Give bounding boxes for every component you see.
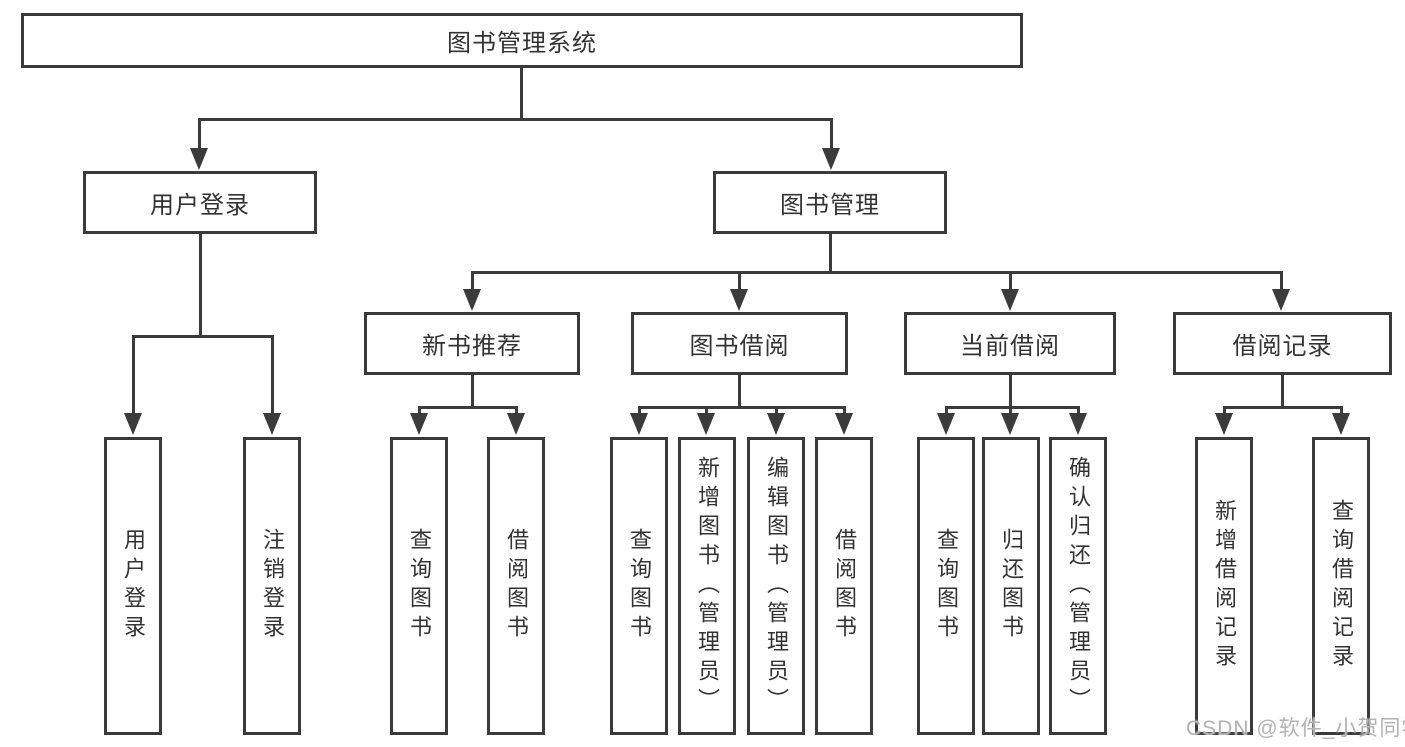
connector-line xyxy=(738,375,741,409)
connector-line xyxy=(1281,375,1284,409)
arrow-down-icon xyxy=(1069,413,1087,435)
arrow-down-icon xyxy=(697,413,715,435)
arrow-down-icon xyxy=(1272,289,1290,311)
arrow-down-icon xyxy=(1332,413,1350,435)
leaf-query-books-3: 查询图书 xyxy=(917,437,975,735)
arrow-down-icon xyxy=(822,148,840,170)
arrow-down-icon xyxy=(630,413,648,435)
connector-line xyxy=(132,335,274,338)
connector-line xyxy=(1009,271,1012,291)
arrow-down-icon xyxy=(767,413,785,435)
connector-line xyxy=(1280,271,1283,291)
arrow-down-icon xyxy=(124,413,142,435)
arrow-down-icon xyxy=(1001,413,1019,435)
connector-line xyxy=(1223,406,1343,409)
leaf-borrow-books-2: 借阅图书 xyxy=(815,437,873,735)
node-book-management: 图书管理 xyxy=(713,171,947,234)
connector-line xyxy=(843,406,846,415)
node-root: 图书管理系统 xyxy=(21,13,1023,68)
node-current-borrow: 当前借阅 xyxy=(904,312,1116,375)
connector-line xyxy=(1009,406,1012,415)
csdn-watermark: CSDN @软件_小贺同学 xyxy=(1186,717,1405,740)
connector-line xyxy=(945,406,948,415)
leaf-logout: 注销登录 xyxy=(243,437,301,735)
connector-line xyxy=(198,118,201,150)
leaf-user-login: 用户登录 xyxy=(104,437,162,735)
connector-line xyxy=(1223,406,1226,415)
connector-line xyxy=(515,406,518,415)
connector-line xyxy=(1077,406,1080,415)
arrow-down-icon xyxy=(937,413,955,435)
arrow-down-icon xyxy=(835,413,853,435)
connector-line xyxy=(471,375,474,409)
connector-line xyxy=(829,234,832,274)
arrow-down-icon xyxy=(507,413,525,435)
connector-line xyxy=(418,406,421,415)
connector-line xyxy=(705,406,708,415)
leaf-add-book-admin: 新增图书（管理员） xyxy=(678,437,736,735)
arrow-down-icon xyxy=(190,148,208,170)
leaf-query-books-2: 查询图书 xyxy=(610,437,668,735)
connector-line xyxy=(199,234,202,337)
connector-line xyxy=(471,271,1283,274)
leaf-confirm-return-admin: 确认归还（管理员） xyxy=(1049,437,1107,735)
connector-line xyxy=(1340,406,1343,415)
connector-line xyxy=(638,406,846,409)
node-new-book-recommend: 新书推荐 xyxy=(364,312,580,375)
connector-line xyxy=(520,67,523,120)
node-borrow-records: 借阅记录 xyxy=(1173,312,1392,375)
node-user-login: 用户登录 xyxy=(83,171,317,234)
leaf-add-borrow-record: 新增借阅记录 xyxy=(1195,437,1253,735)
connector-line xyxy=(738,271,741,291)
leaf-query-borrow-record: 查询借阅记录 xyxy=(1312,437,1370,735)
arrow-down-icon xyxy=(263,413,281,435)
connector-line xyxy=(418,406,518,409)
connector-line xyxy=(471,271,474,291)
arrow-down-icon xyxy=(463,289,481,311)
connector-line xyxy=(945,406,1080,409)
connector-line xyxy=(271,335,274,415)
leaf-edit-book-admin: 编辑图书（管理员） xyxy=(747,437,805,735)
connector-line xyxy=(775,406,778,415)
connector-line xyxy=(830,118,833,150)
leaf-query-books-1: 查询图书 xyxy=(390,437,448,735)
arrow-down-icon xyxy=(730,289,748,311)
connector-line xyxy=(132,335,135,415)
arrow-down-icon xyxy=(1215,413,1233,435)
node-book-borrow: 图书借阅 xyxy=(631,312,848,375)
arrow-down-icon xyxy=(410,413,428,435)
connector-line xyxy=(198,118,833,121)
arrow-down-icon xyxy=(1001,289,1019,311)
connector-line xyxy=(1009,375,1012,409)
leaf-return-book: 归还图书 xyxy=(982,437,1040,735)
leaf-borrow-books-1: 借阅图书 xyxy=(487,437,545,735)
connector-line xyxy=(638,406,641,415)
